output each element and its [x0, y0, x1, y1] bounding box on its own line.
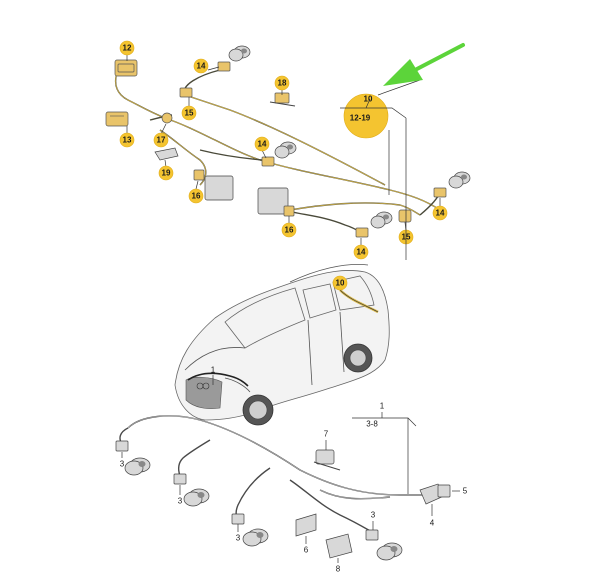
car-callout-10: 10 — [332, 275, 348, 291]
callout-16-left: 16 — [188, 188, 204, 204]
label-5: 5 — [463, 487, 468, 496]
sensor-part-14-bottom — [355, 211, 393, 238]
svg-text:17: 17 — [157, 136, 166, 145]
connector-part-15-right — [398, 209, 412, 223]
main-callout-number: 10 — [364, 95, 373, 104]
label-7: 7 — [324, 430, 329, 439]
callout-17: 17 — [153, 132, 169, 148]
callout-16-right: 16 — [281, 222, 297, 238]
clip-part-6 — [295, 513, 317, 537]
top-leader-lines — [126, 55, 441, 246]
connector-part-17 — [161, 112, 173, 124]
bracket-part-19 — [154, 147, 179, 161]
svg-text:14: 14 — [197, 62, 206, 71]
label-range-3-8: 3-8 — [366, 420, 378, 429]
upper-wiring-harness — [114, 69, 441, 236]
label-4: 4 — [430, 519, 435, 528]
callout-13: 13 — [119, 132, 135, 148]
sensor-part-3a — [115, 440, 151, 476]
callout-14-mid: 14 — [254, 136, 270, 152]
bottom-labels: 1 3-8 3 3 3 3 4 5 6 7 8 — [120, 402, 468, 574]
svg-text:14: 14 — [436, 209, 445, 218]
module-part-16-right — [257, 187, 295, 217]
label-3a: 3 — [120, 460, 125, 469]
main-callout-group: 10 12-19 — [340, 79, 421, 260]
callout-15-top: 15 — [181, 105, 197, 121]
sensor-part-14-top — [217, 45, 251, 72]
callout-12: 12 — [119, 40, 135, 56]
label-8: 8 — [336, 565, 341, 574]
callout-14-right: 14 — [432, 205, 448, 221]
connector-part-13 — [105, 111, 129, 127]
lower-wiring-harness — [119, 415, 440, 533]
bottom-leader-lines — [121, 412, 460, 563]
main-callout-range: 12-19 — [350, 114, 371, 123]
connector-part-12 — [114, 59, 138, 77]
label-3d: 3 — [371, 511, 376, 520]
label-6: 6 — [304, 546, 309, 555]
svg-text:1: 1 — [211, 366, 216, 375]
sensor-part-3d — [365, 529, 403, 561]
label-1-main: 1 — [380, 402, 385, 411]
connector-part-5 — [437, 484, 451, 498]
sensor-part-14-right — [433, 171, 471, 198]
label-3c: 3 — [236, 534, 241, 543]
callout-14-top: 14 — [193, 58, 209, 74]
sensor-part-14-mid — [261, 141, 297, 167]
car-label-1: 1 — [211, 366, 216, 385]
svg-text:12: 12 — [123, 44, 132, 53]
sensor-part-3b — [173, 473, 210, 507]
svg-text:15: 15 — [185, 109, 194, 118]
bottom-parts — [115, 440, 451, 561]
svg-text:19: 19 — [162, 169, 171, 178]
callout-19: 19 — [158, 165, 174, 181]
callout-14-bottom: 14 — [353, 244, 369, 260]
connector-part-18 — [269, 92, 296, 107]
green-arrow-icon — [383, 43, 465, 86]
module-part-16-left — [193, 169, 234, 201]
svg-text:14: 14 — [357, 248, 366, 257]
svg-text:18: 18 — [278, 79, 287, 88]
svg-text:16: 16 — [285, 226, 294, 235]
svg-text:13: 13 — [123, 136, 132, 145]
svg-text:14: 14 — [258, 140, 267, 149]
label-3b: 3 — [178, 497, 183, 506]
sensor-part-3c — [231, 513, 269, 547]
clip-part-8 — [325, 533, 353, 559]
callout-18: 18 — [274, 75, 290, 91]
svg-text:16: 16 — [192, 192, 201, 201]
car-illustration — [174, 264, 390, 426]
connector-part-15-top — [179, 87, 193, 98]
module-part-7 — [313, 449, 341, 471]
svg-text:10: 10 — [336, 279, 345, 288]
